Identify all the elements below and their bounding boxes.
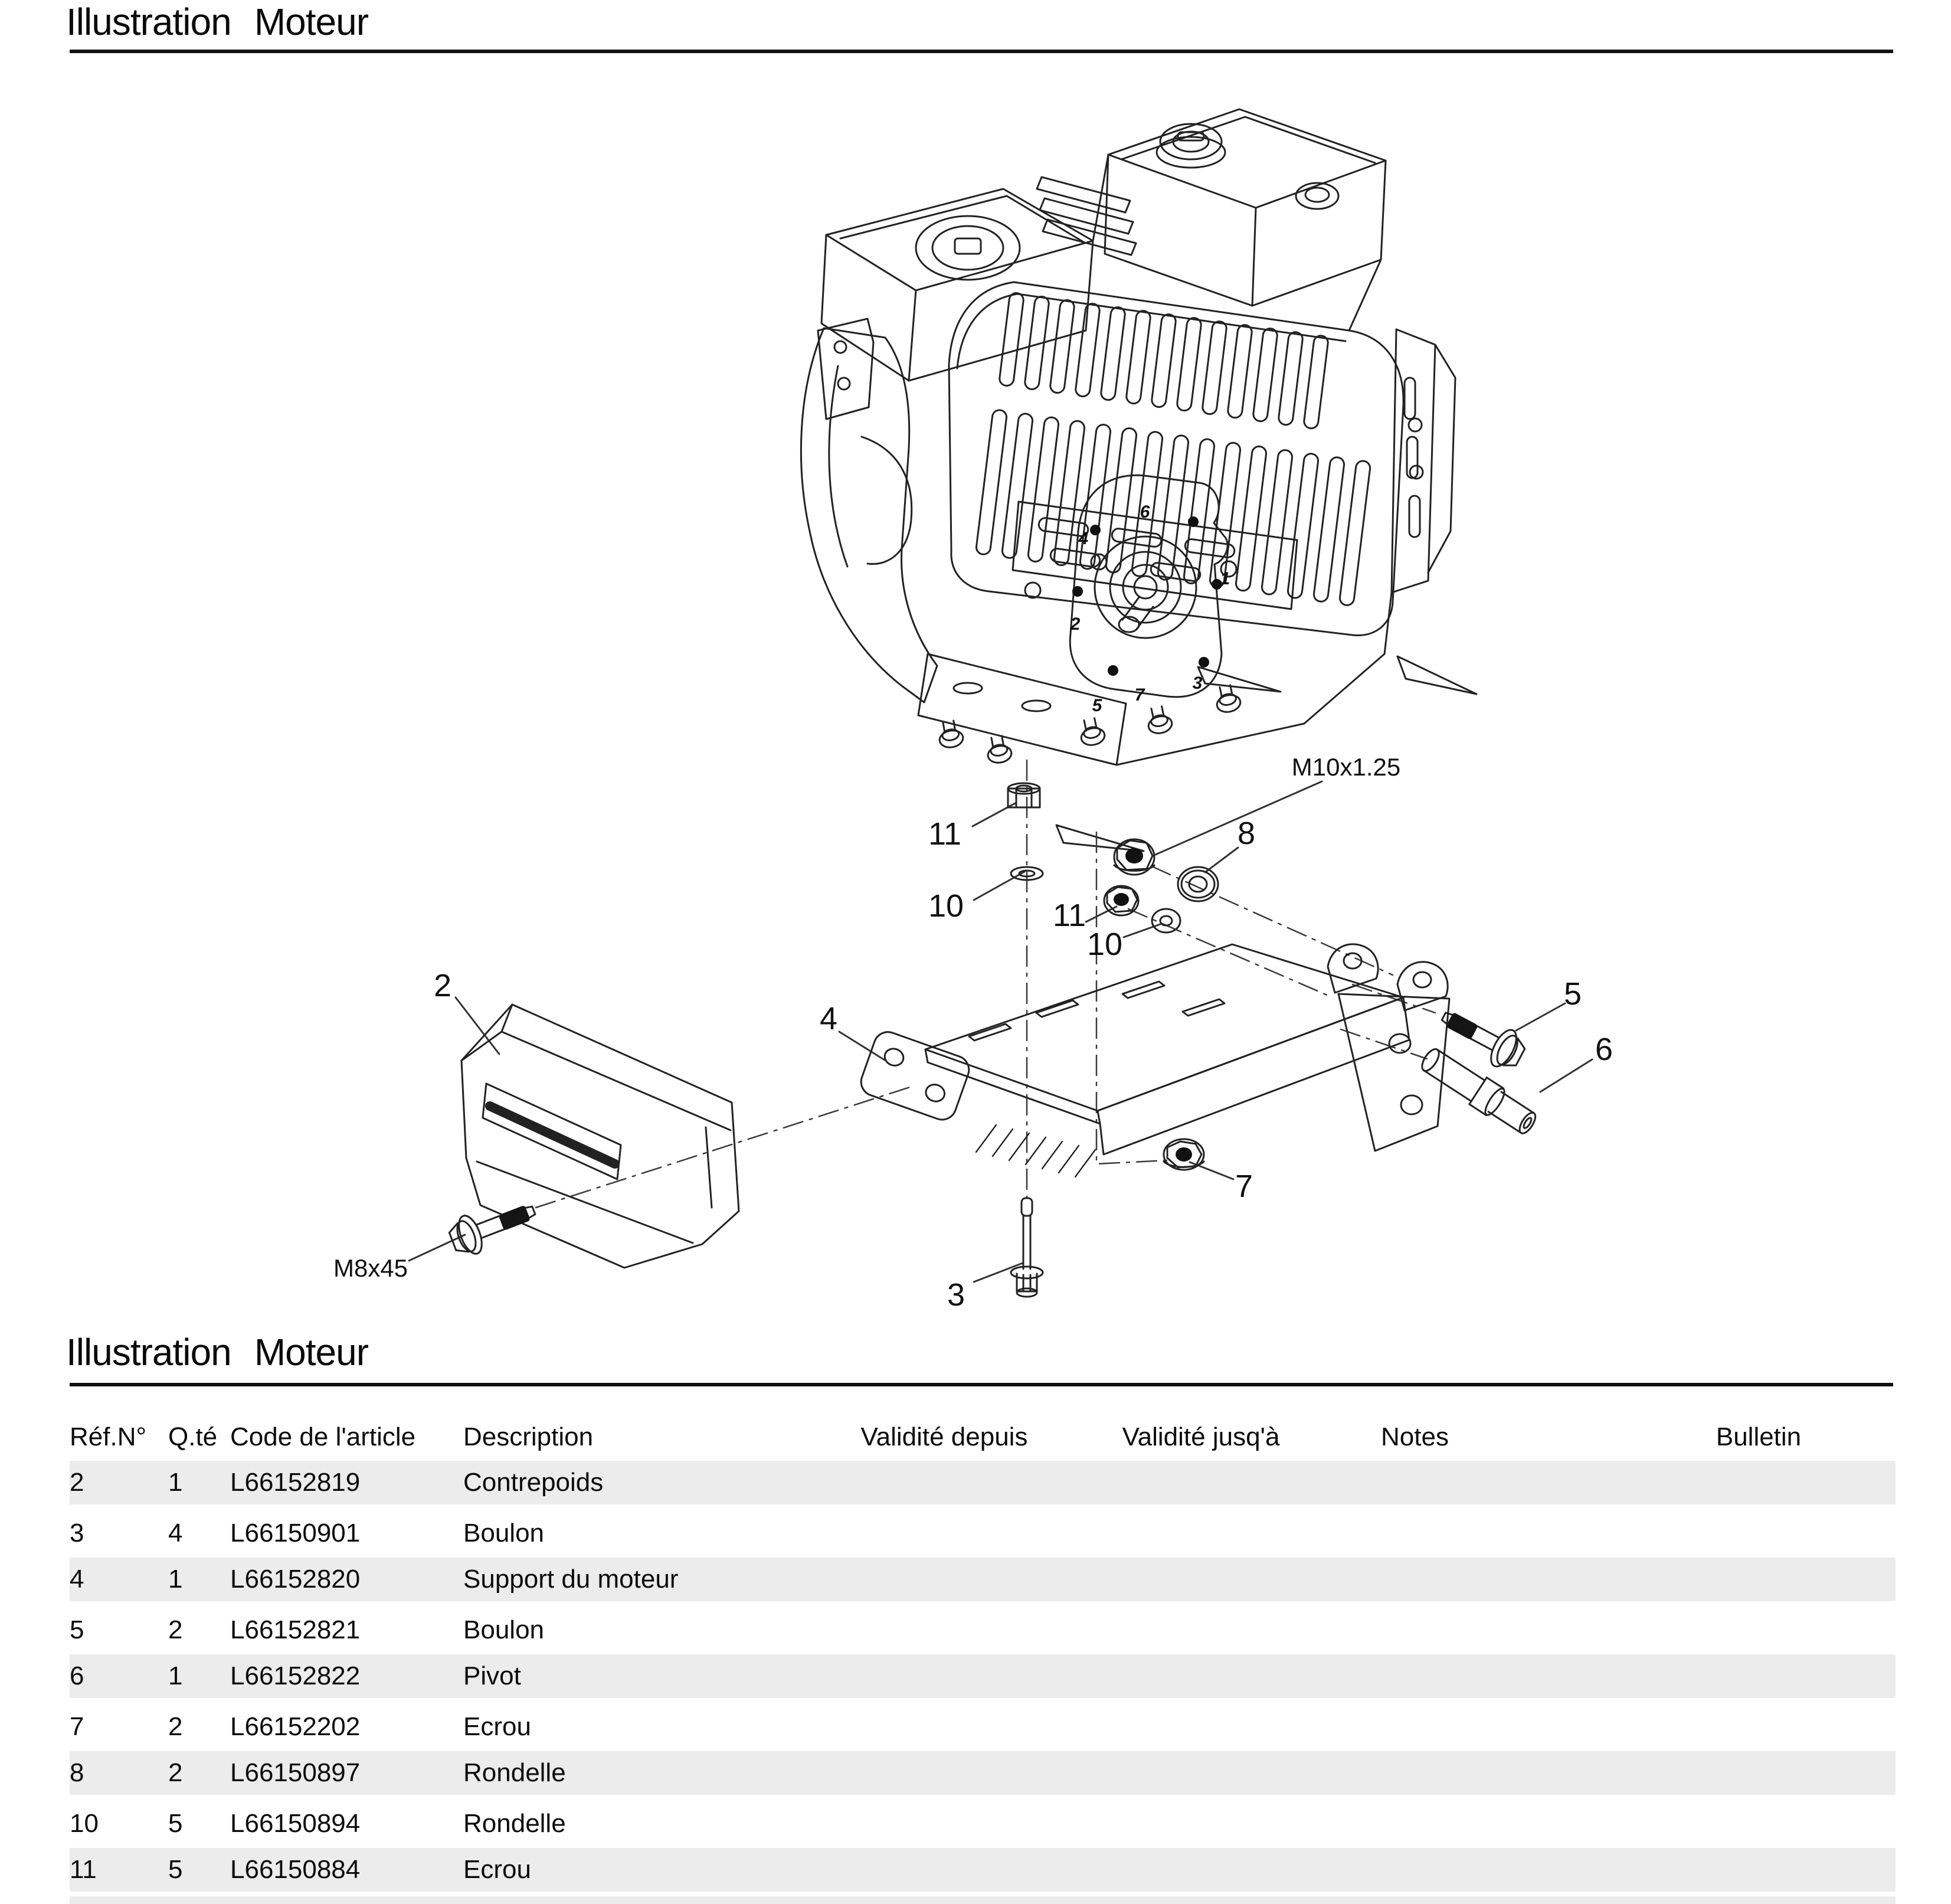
counterweight-part (460, 1003, 740, 1269)
title-rule (70, 50, 1893, 53)
cell-desc: Rondelle (463, 1758, 566, 1787)
cell-code: L66152821 (230, 1615, 361, 1644)
cell-code: L66150894 (230, 1809, 361, 1838)
cell-qty: 1 (168, 1565, 183, 1594)
table-row: 10 5 L66150894 Rondelle (70, 1800, 1896, 1848)
header-qty: Q.té (168, 1422, 218, 1451)
header-bulletin: Bulletin (1716, 1422, 1802, 1451)
hardware-parts (444, 782, 1537, 1298)
cell-desc: Contrepoids (463, 1468, 604, 1497)
table-row: 2 1 L66152819 Contrepoids (70, 1461, 1896, 1509)
cell-qty: 2 (168, 1712, 183, 1741)
cell-code: L66152819 (230, 1468, 361, 1497)
engine-bracket-part (860, 943, 1451, 1178)
page-title: Illustration Moteur (66, 1, 369, 43)
cell-ref: 8 (70, 1758, 84, 1787)
cell-qty: 4 (168, 1519, 183, 1548)
cell-ref: 5 (70, 1615, 84, 1644)
cell-desc: Ecrou (463, 1712, 531, 1741)
header-notes: Notes (1381, 1422, 1449, 1451)
cell-qty: 5 (168, 1855, 183, 1884)
cell-code: L66152820 (230, 1565, 361, 1594)
cell-code: L66150901 (230, 1519, 361, 1548)
table-header-row: Réf.N° Q.té Code de l'article Descriptio… (70, 1414, 1896, 1461)
cell-desc: Rondelle (463, 1809, 566, 1838)
header-valid-to: Validité jusq'à (1122, 1422, 1280, 1451)
cell-code: L66152202 (230, 1712, 361, 1741)
cell-code: L66150884 (230, 1855, 361, 1884)
cell-qty: 1 (168, 1468, 183, 1497)
header-valid-from: Validité depuis (860, 1422, 1028, 1451)
cell-qty: 1 (168, 1661, 183, 1690)
cell-qty: 2 (168, 1758, 183, 1787)
cell-ref: 2 (70, 1468, 84, 1497)
engine-illustration (800, 108, 1478, 852)
cell-ref: 6 (70, 1661, 84, 1690)
header-code: Code de l'article (230, 1422, 416, 1451)
table-row: 3 4 L66150901 Boulon (70, 1509, 1896, 1558)
cell-desc: Support du moteur (463, 1565, 679, 1594)
table-row: 6 1 L66152822 Pivot (70, 1654, 1896, 1703)
cell-desc: Ecrou (463, 1855, 531, 1884)
cell-ref: 11 (70, 1855, 97, 1884)
table-row-partial (70, 1896, 1896, 1904)
cell-ref: 3 (70, 1519, 84, 1548)
table-row: 11 5 L66150884 Ecrou (70, 1848, 1896, 1896)
cell-code: L66152822 (230, 1661, 361, 1690)
table-row: 7 2 L66152202 Ecrou (70, 1703, 1896, 1751)
cell-ref: 4 (70, 1565, 84, 1594)
cell-desc: Pivot (463, 1661, 521, 1690)
cell-desc: Boulon (463, 1519, 545, 1548)
table-row: 5 2 L66152821 Boulon (70, 1606, 1896, 1654)
table-body: 2 1 L66152819 Contrepoids 3 4 L66150901 … (70, 1461, 1896, 1896)
cell-qty: 2 (168, 1615, 183, 1644)
section-title: Illustration Moteur (66, 1331, 369, 1373)
table-row: 4 1 L66152820 Support du moteur (70, 1558, 1896, 1606)
cell-ref: 7 (70, 1712, 84, 1741)
section-rule (70, 1383, 1893, 1386)
cell-qty: 5 (168, 1809, 183, 1838)
cell-code: L66150897 (230, 1758, 361, 1787)
header-desc: Description (463, 1422, 594, 1451)
cell-desc: Boulon (463, 1615, 545, 1644)
table-row: 8 2 L66150897 Rondelle (70, 1751, 1896, 1800)
header-ref: Réf.N° (70, 1422, 147, 1451)
cell-ref: 10 (70, 1809, 99, 1838)
parts-table: Réf.N° Q.té Code de l'article Descriptio… (70, 1414, 1896, 1904)
